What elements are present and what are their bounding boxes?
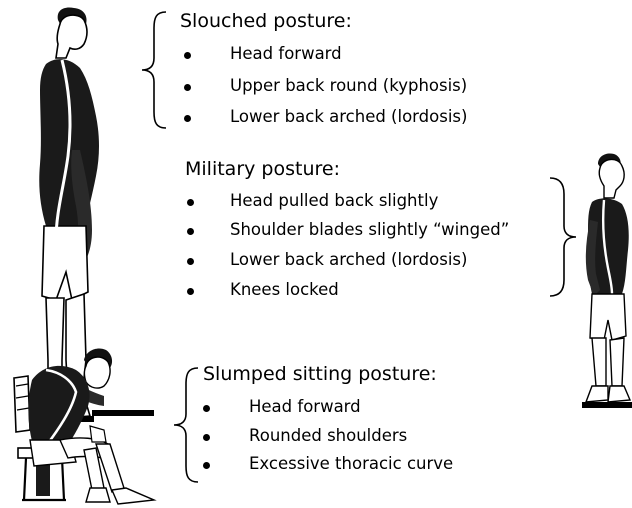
military-item: Knees locked bbox=[230, 282, 339, 299]
military-title: Military posture: bbox=[185, 160, 340, 179]
bullet-icon bbox=[187, 228, 194, 235]
military-item: Head pulled back slightly bbox=[230, 193, 438, 210]
military-posture-figure bbox=[568, 150, 632, 412]
bullet-icon bbox=[187, 258, 194, 265]
slouched-title: Slouched posture: bbox=[180, 12, 352, 31]
slouched-brace bbox=[140, 10, 170, 130]
bullet-icon bbox=[187, 199, 194, 206]
slumped-item: Rounded shoulders bbox=[249, 428, 407, 445]
bullet-icon bbox=[203, 405, 210, 412]
bullet-icon bbox=[184, 52, 191, 59]
slumped-item: Head forward bbox=[249, 399, 361, 416]
slumped-title: Slumped sitting posture: bbox=[203, 365, 437, 384]
military-item: Shoulder blades slightly “winged” bbox=[230, 222, 509, 239]
slumped-sitting-figure bbox=[0, 340, 160, 508]
slumped-brace bbox=[172, 366, 202, 484]
bullet-icon bbox=[187, 288, 194, 295]
bullet-icon bbox=[184, 84, 191, 91]
bullet-icon bbox=[203, 462, 210, 469]
bullet-icon bbox=[184, 115, 191, 122]
military-item: Lower back arched (lordosis) bbox=[230, 252, 467, 269]
bullet-icon bbox=[203, 434, 210, 441]
slumped-item: Excessive thoracic curve bbox=[249, 456, 453, 473]
slouched-item: Lower back arched (lordosis) bbox=[230, 109, 467, 126]
slouched-item: Upper back round (kyphosis) bbox=[230, 78, 467, 95]
slouched-item: Head forward bbox=[230, 46, 342, 63]
